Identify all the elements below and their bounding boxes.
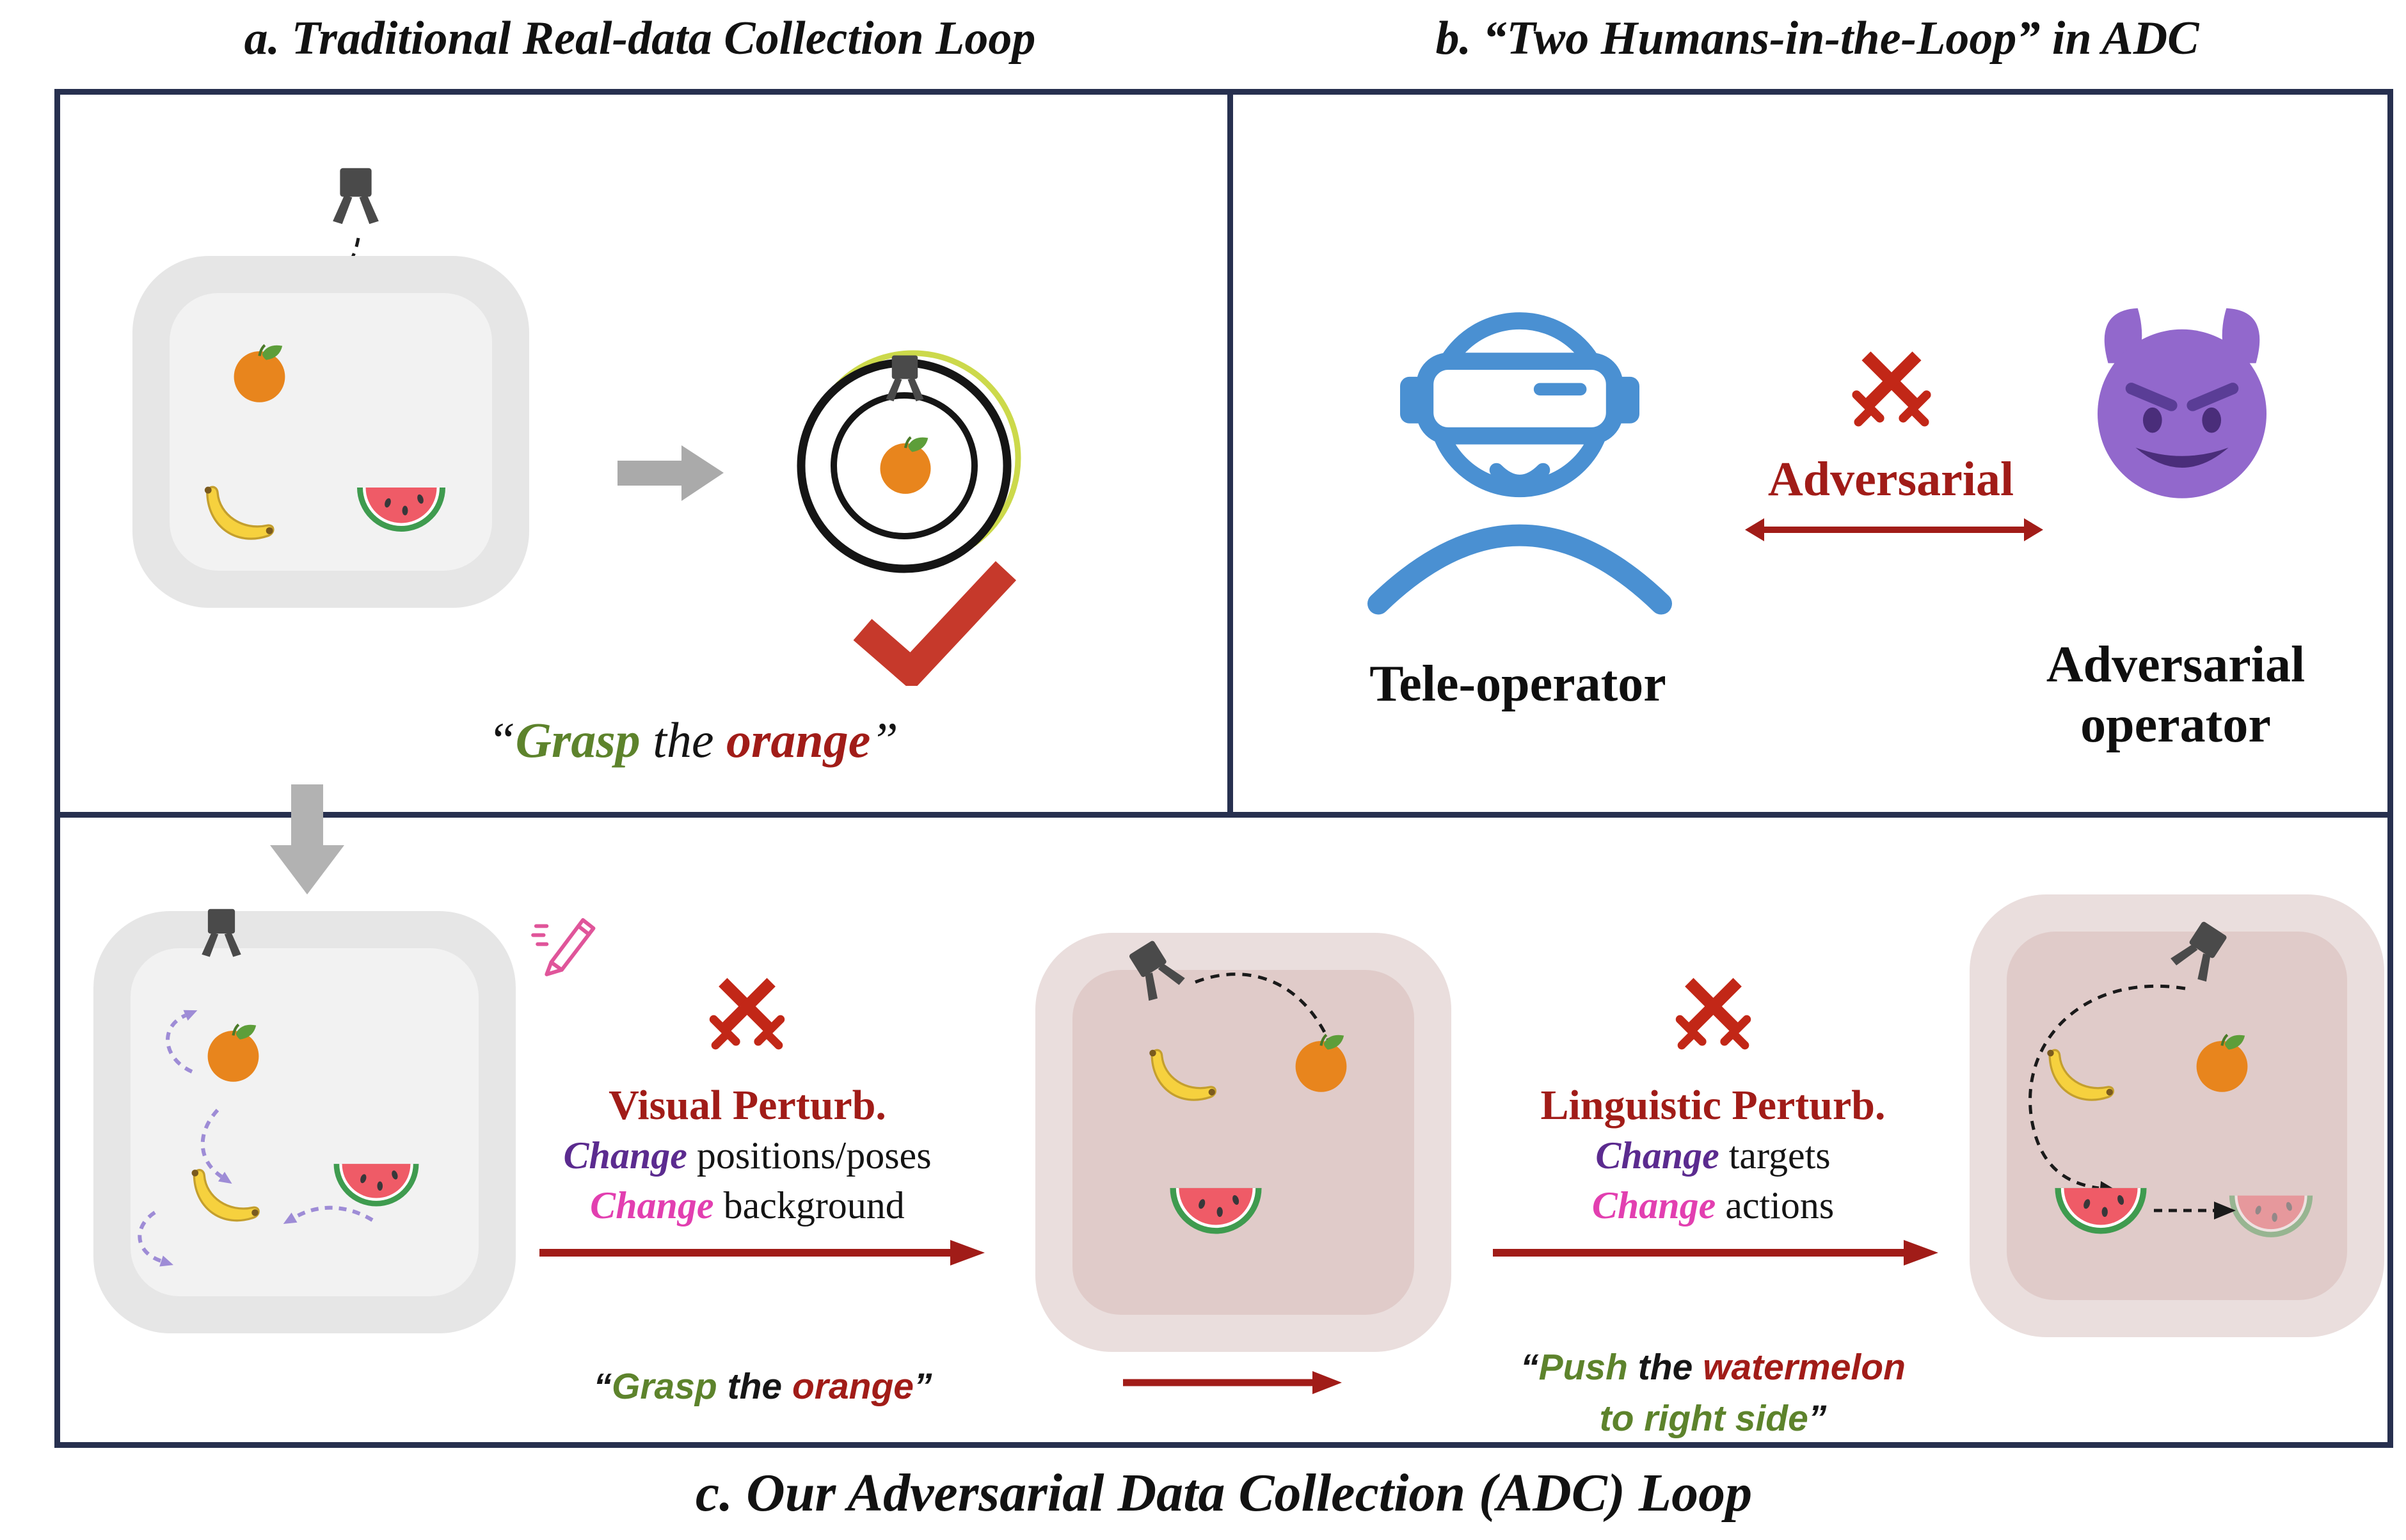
quote-close: ” — [913, 1366, 932, 1407]
linguistic-perturb-arrow — [1493, 1240, 1938, 1266]
visual-perturb-line1: Change positions/poses — [511, 1134, 984, 1178]
adversarial-label: Adversarial — [1767, 452, 2014, 506]
visual-perturb-line2: Change background — [511, 1184, 984, 1228]
crossed-swords-icon — [1667, 967, 1760, 1060]
instruction-verb: Grasp — [515, 712, 641, 768]
perturb-detail: background — [713, 1184, 905, 1226]
quote-open: “ — [1520, 1347, 1539, 1388]
tray-bin — [132, 256, 529, 608]
perturbation-motion-arrows — [138, 1010, 374, 1267]
watermelon-icon — [2051, 1172, 2151, 1244]
panel-b-title: b. “Two Humans-in-the-Loop” in ADC — [1435, 12, 2199, 65]
orange-icon — [1287, 1028, 1355, 1095]
instruction-line1: “Push the watermelon — [1438, 1342, 1988, 1393]
perturb-detail: positions/poses — [687, 1134, 932, 1177]
linguistic-perturb-line2: Change actions — [1476, 1184, 1950, 1228]
linguistic-perturb-title: Linguistic Perturb. — [1540, 1082, 1886, 1129]
visual-perturb-arrow — [539, 1240, 985, 1266]
quote-close: ” — [870, 712, 898, 768]
quote-close: ” — [1808, 1397, 1827, 1439]
orange-icon — [2188, 1028, 2256, 1095]
perturb-detail: targets — [1719, 1134, 1831, 1177]
tray-surface — [2007, 932, 2347, 1300]
gripper-icon — [191, 902, 252, 970]
instruction-object: orange — [792, 1366, 914, 1407]
instruction-caption: “Grasp the orange” — [181, 711, 1205, 769]
edit-pencil-icon — [529, 903, 604, 979]
banana-icon — [195, 470, 282, 557]
instruction-caption: “Grasp the orange” — [539, 1361, 987, 1413]
tray-surface — [131, 948, 479, 1296]
teleoperator-vr-icon — [1357, 280, 1683, 623]
panel-divider-horizontal — [54, 812, 2393, 818]
tray-bin-perturbed — [1970, 894, 2384, 1337]
panel-a-title: a. Traditional Real-data Collection Loop — [244, 12, 1036, 65]
panel-divider-vertical — [1227, 89, 1233, 818]
checkmark-icon — [853, 560, 1017, 686]
tray-surface — [1072, 970, 1414, 1315]
orange-icon — [226, 338, 293, 405]
instruction-flow-arrow — [1123, 1371, 1342, 1394]
change-word: Change — [1591, 1184, 1716, 1226]
grasp-success-target-icon — [797, 350, 1021, 573]
crossed-swords-icon — [701, 967, 793, 1060]
perturb-detail: actions — [1716, 1184, 1835, 1226]
adversarial-operator-label-line2: operator — [2080, 697, 2271, 754]
instruction-object: watermelon — [1703, 1347, 1906, 1388]
linguistic-perturb-line1: Change targets — [1476, 1134, 1950, 1178]
instruction-object: orange — [726, 712, 871, 768]
instruction-line2: to right side” — [1438, 1393, 1988, 1445]
change-word: Change — [563, 1134, 687, 1177]
teleoperator-label: Tele-operator — [1369, 656, 1666, 712]
panel-frame — [54, 89, 2393, 1448]
banana-icon — [2038, 1034, 2121, 1117]
visual-perturb-title: Visual Perturb. — [609, 1082, 886, 1129]
panel-c-title: c. Our Adversarial Data Collection (ADC)… — [695, 1463, 1753, 1523]
instruction-caption: “Push the watermelon to right side” — [1438, 1342, 1988, 1445]
crossed-swords-icon — [1843, 340, 1940, 438]
change-word: Change — [1595, 1134, 1719, 1177]
instruction-mid: the — [1627, 1347, 1703, 1388]
watermelon-icon — [353, 472, 449, 541]
push-direction-dashed-arrow — [2154, 1202, 2236, 1219]
flow-arrow-right-icon — [617, 445, 724, 501]
adversarial-operator-label-line1: Adversarial — [2046, 637, 2306, 693]
adversarial-double-arrow — [1745, 518, 2043, 541]
instruction-direction: to right side — [1599, 1397, 1808, 1439]
instruction-mid: the — [717, 1366, 792, 1407]
watermelon-icon — [1166, 1172, 1266, 1244]
instruction-verb: Grasp — [612, 1366, 717, 1407]
flow-arrow-down-icon — [270, 784, 344, 894]
instruction-mid: the — [640, 712, 726, 768]
change-word: Change — [590, 1184, 714, 1226]
adversarial-operator-label: Adversarial operator — [2003, 635, 2348, 756]
gripper-icon — [320, 161, 392, 238]
devil-operator-icon — [2076, 296, 2288, 507]
instruction-verb: Push — [1538, 1347, 1628, 1388]
banana-icon — [1140, 1034, 1223, 1117]
quote-open: “ — [488, 712, 516, 768]
tray-bin-perturbed — [1035, 933, 1451, 1352]
quote-open: “ — [593, 1366, 612, 1407]
